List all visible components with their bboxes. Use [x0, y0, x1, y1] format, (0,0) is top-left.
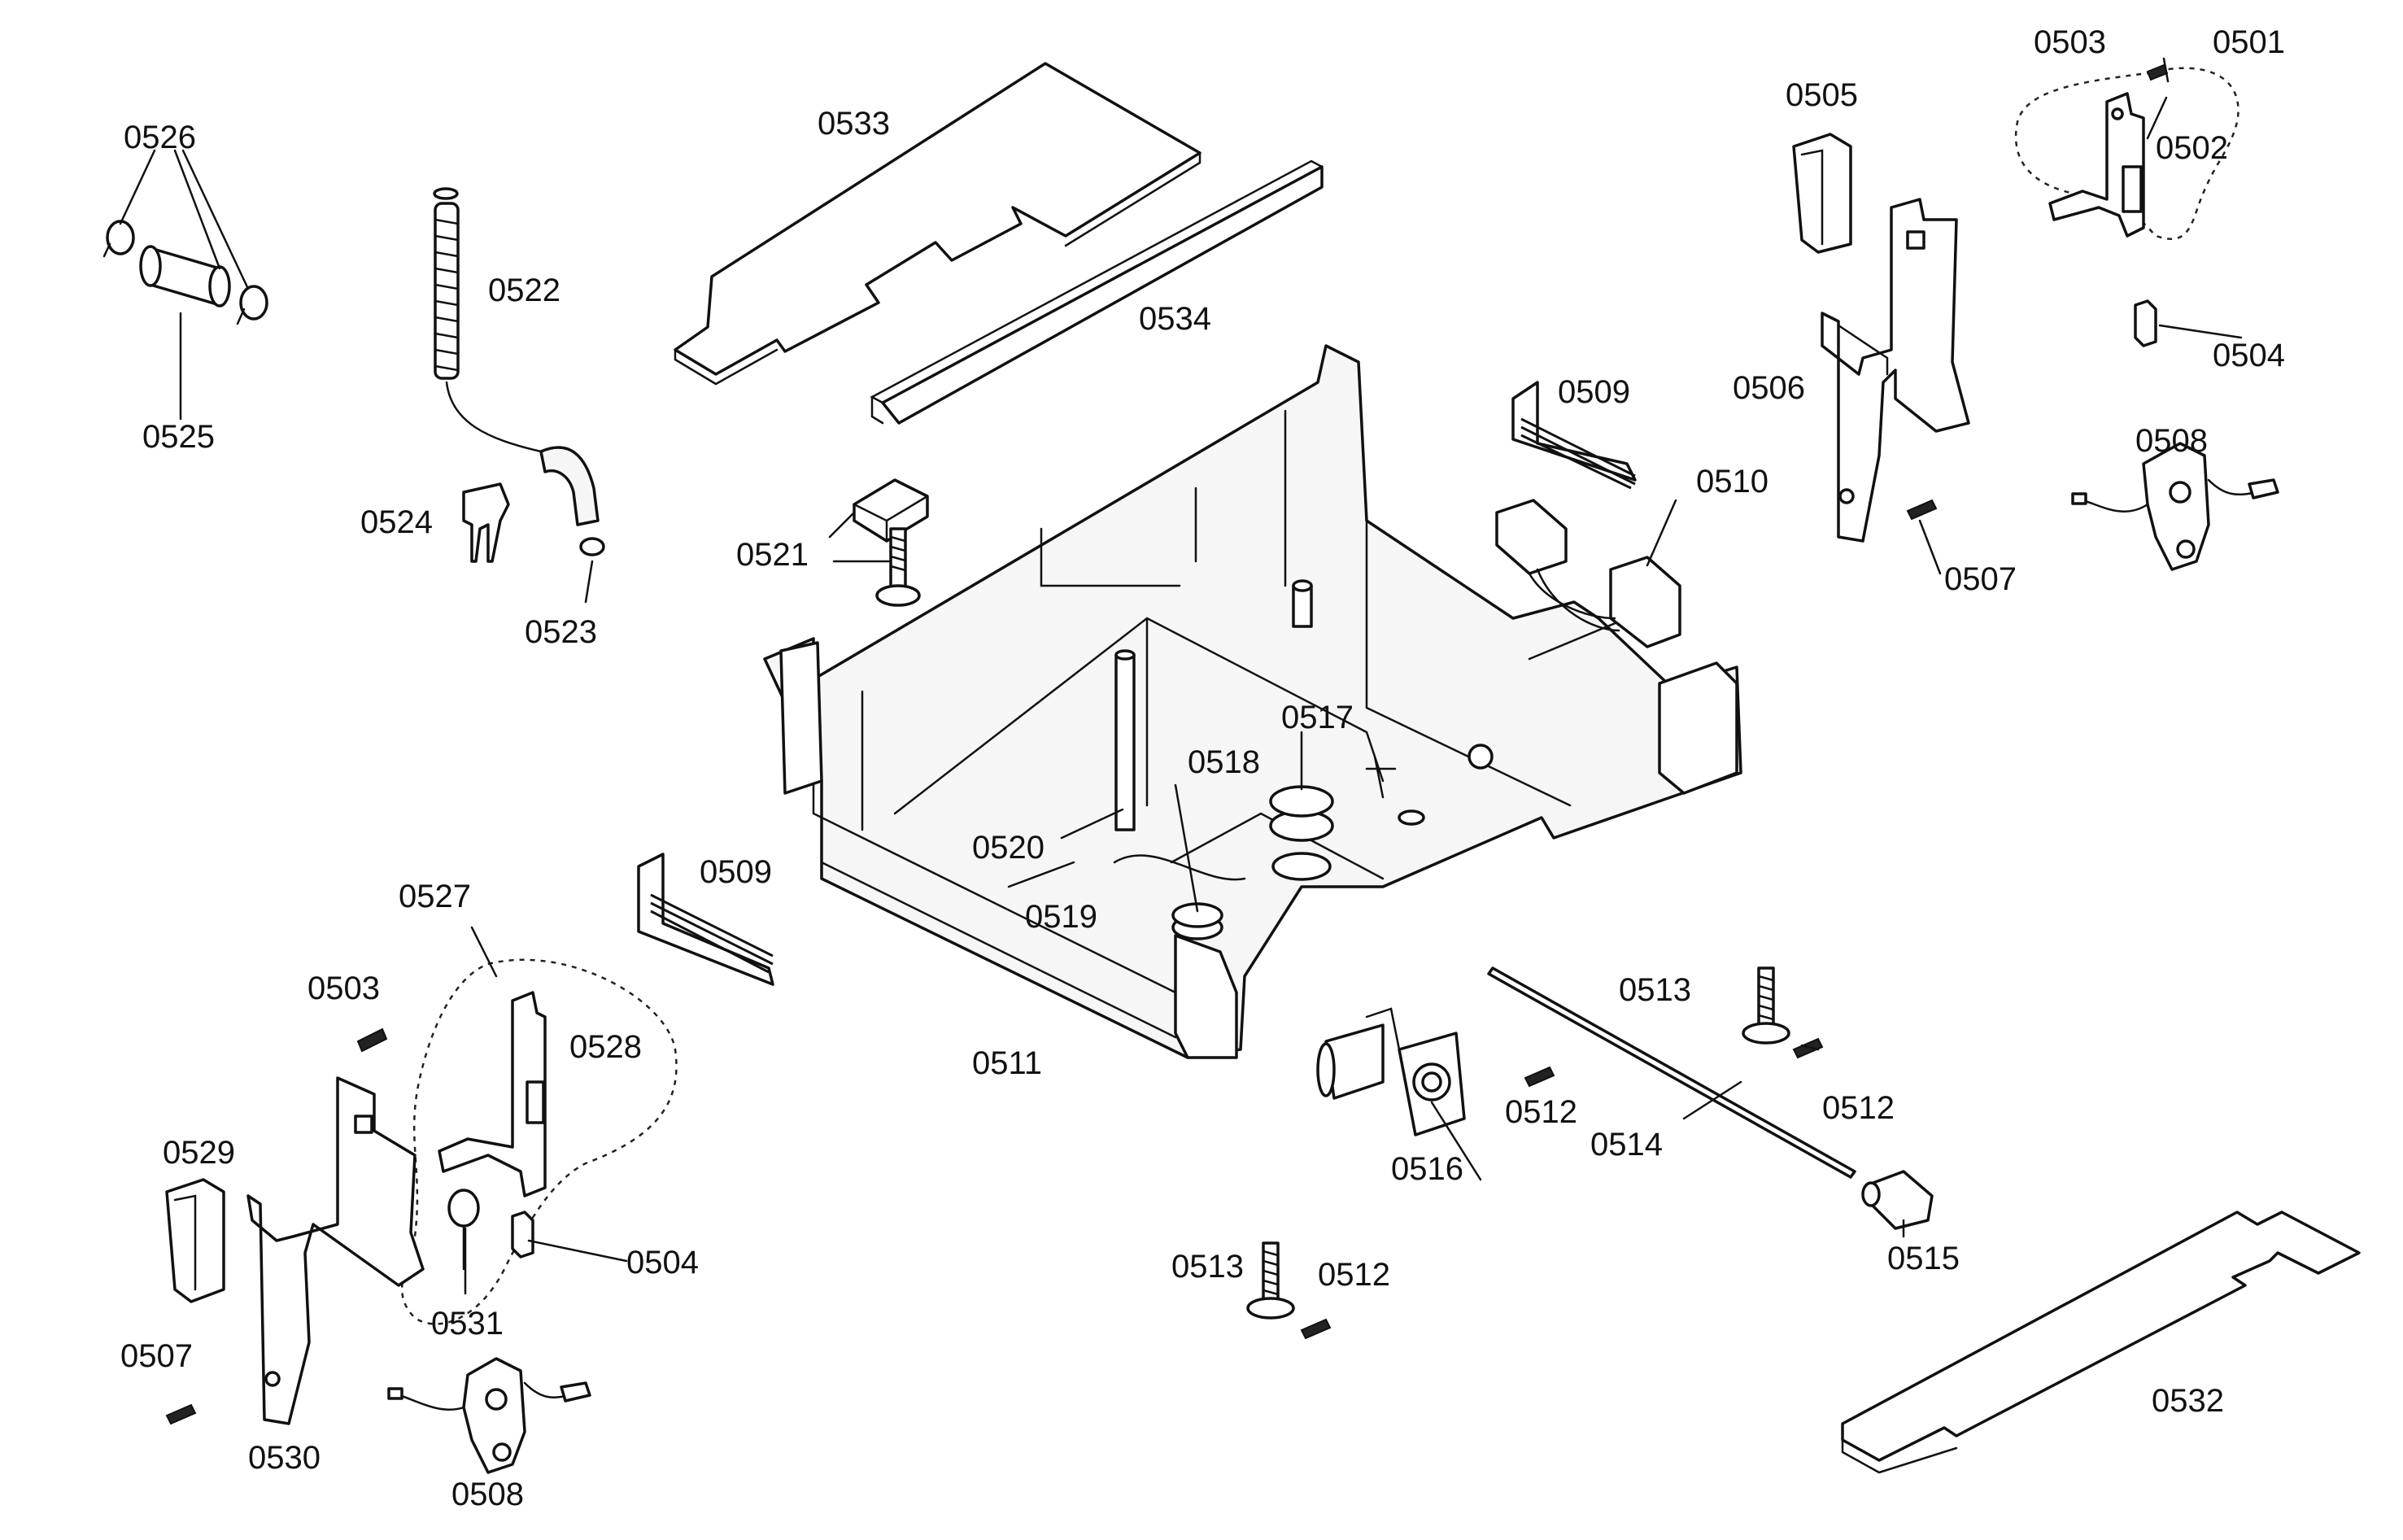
label-0508-left: 0508 — [451, 1477, 524, 1512]
label-0509-left: 0509 — [700, 854, 772, 890]
float-switch-part-right — [2071, 442, 2279, 571]
inlet-valve-part — [1316, 1007, 1466, 1136]
label-0530: 0530 — [248, 1440, 321, 1476]
label-0524: 0524 — [360, 504, 433, 540]
label-0533: 0533 — [818, 106, 890, 142]
label-0504-top: 0504 — [2213, 338, 2285, 373]
label-0503-left: 0503 — [307, 971, 380, 1006]
rod-part — [1487, 966, 1856, 1179]
clip-cover-part-left — [165, 1178, 225, 1303]
hose-clamp-part — [102, 220, 268, 325]
label-0502: 0502 — [2156, 130, 2228, 166]
knob-part — [1861, 1170, 1934, 1230]
label-0529: 0529 — [163, 1135, 235, 1171]
label-0505: 0505 — [1786, 77, 1858, 113]
label-0512-right: 0512 — [1822, 1090, 1895, 1126]
leveling-foot-part-b — [1246, 1241, 1295, 1320]
label-0515: 0515 — [1887, 1241, 1960, 1276]
foot-block-part — [853, 478, 929, 607]
label-0522: 0522 — [488, 273, 560, 308]
label-0523: 0523 — [525, 614, 597, 650]
drain-hose-part — [433, 187, 600, 526]
float-switch-part-left — [387, 1357, 591, 1474]
screw-part-c — [1300, 1318, 1332, 1340]
label-0507-left: 0507 — [120, 1338, 193, 1374]
hinge-bracket-part — [1821, 198, 1970, 543]
label-0509-top: 0509 — [1558, 374, 1630, 410]
rail-strip-part — [870, 159, 1324, 425]
label-0531: 0531 — [431, 1306, 504, 1342]
label-0504-left: 0504 — [626, 1245, 699, 1280]
leader-lines — [119, 57, 2243, 1295]
screw-part-b — [1792, 1037, 1824, 1059]
label-0503-top: 0503 — [2034, 24, 2106, 60]
label-0527: 0527 — [399, 879, 471, 914]
label-0507-right: 0507 — [1944, 561, 2017, 597]
screw-part-a — [1524, 1066, 1555, 1088]
hose-segment-part — [139, 245, 231, 308]
label-0528: 0528 — [569, 1029, 642, 1065]
base-tub-part — [763, 344, 1742, 1059]
label-0508-right: 0508 — [2135, 423, 2208, 459]
label-0534: 0534 — [1139, 301, 1211, 337]
label-0532: 0532 — [2152, 1383, 2224, 1419]
part-labels: 0501 0502 0503 0504 0505 0506 0507 0508 … — [120, 24, 2285, 1512]
label-0501: 0501 — [2213, 24, 2285, 60]
label-0521: 0521 — [736, 537, 809, 573]
label-0526: 0526 — [124, 120, 196, 155]
clip-part — [462, 482, 510, 563]
label-0514: 0514 — [1590, 1127, 1663, 1163]
label-0512-mid: 0512 — [1505, 1094, 1577, 1130]
label-0516: 0516 — [1391, 1151, 1463, 1187]
base-plate-part — [1841, 1211, 2361, 1474]
gasket-ring-part — [579, 537, 605, 556]
label-0513-bottom: 0513 — [1171, 1249, 1244, 1285]
label-0520: 0520 — [972, 830, 1044, 866]
leveling-foot-part-a — [1742, 966, 1790, 1045]
screw-part-right — [1906, 499, 1938, 521]
wire-connector-part — [1495, 499, 1681, 648]
heater-element-part-top — [1511, 381, 1637, 490]
cover-plate-part — [674, 62, 1202, 386]
label-0513-right: 0513 — [1619, 972, 1691, 1008]
heater-element-part-bottom — [637, 853, 774, 986]
hinge-assembly-group-right — [2014, 63, 2239, 347]
hinge-bracket-part-left — [165, 1076, 425, 1425]
label-0512-bottom: 0512 — [1318, 1257, 1390, 1293]
label-0519: 0519 — [1025, 899, 1097, 935]
clip-cover-part — [1792, 133, 1852, 254]
label-0510: 0510 — [1696, 464, 1768, 500]
label-0525: 0525 — [142, 419, 215, 455]
hinge-assembly-group-left — [356, 958, 678, 1325]
label-0518: 0518 — [1188, 744, 1260, 780]
label-0511: 0511 — [972, 1045, 1042, 1081]
label-0506: 0506 — [1733, 370, 1805, 406]
label-0517: 0517 — [1281, 700, 1354, 735]
